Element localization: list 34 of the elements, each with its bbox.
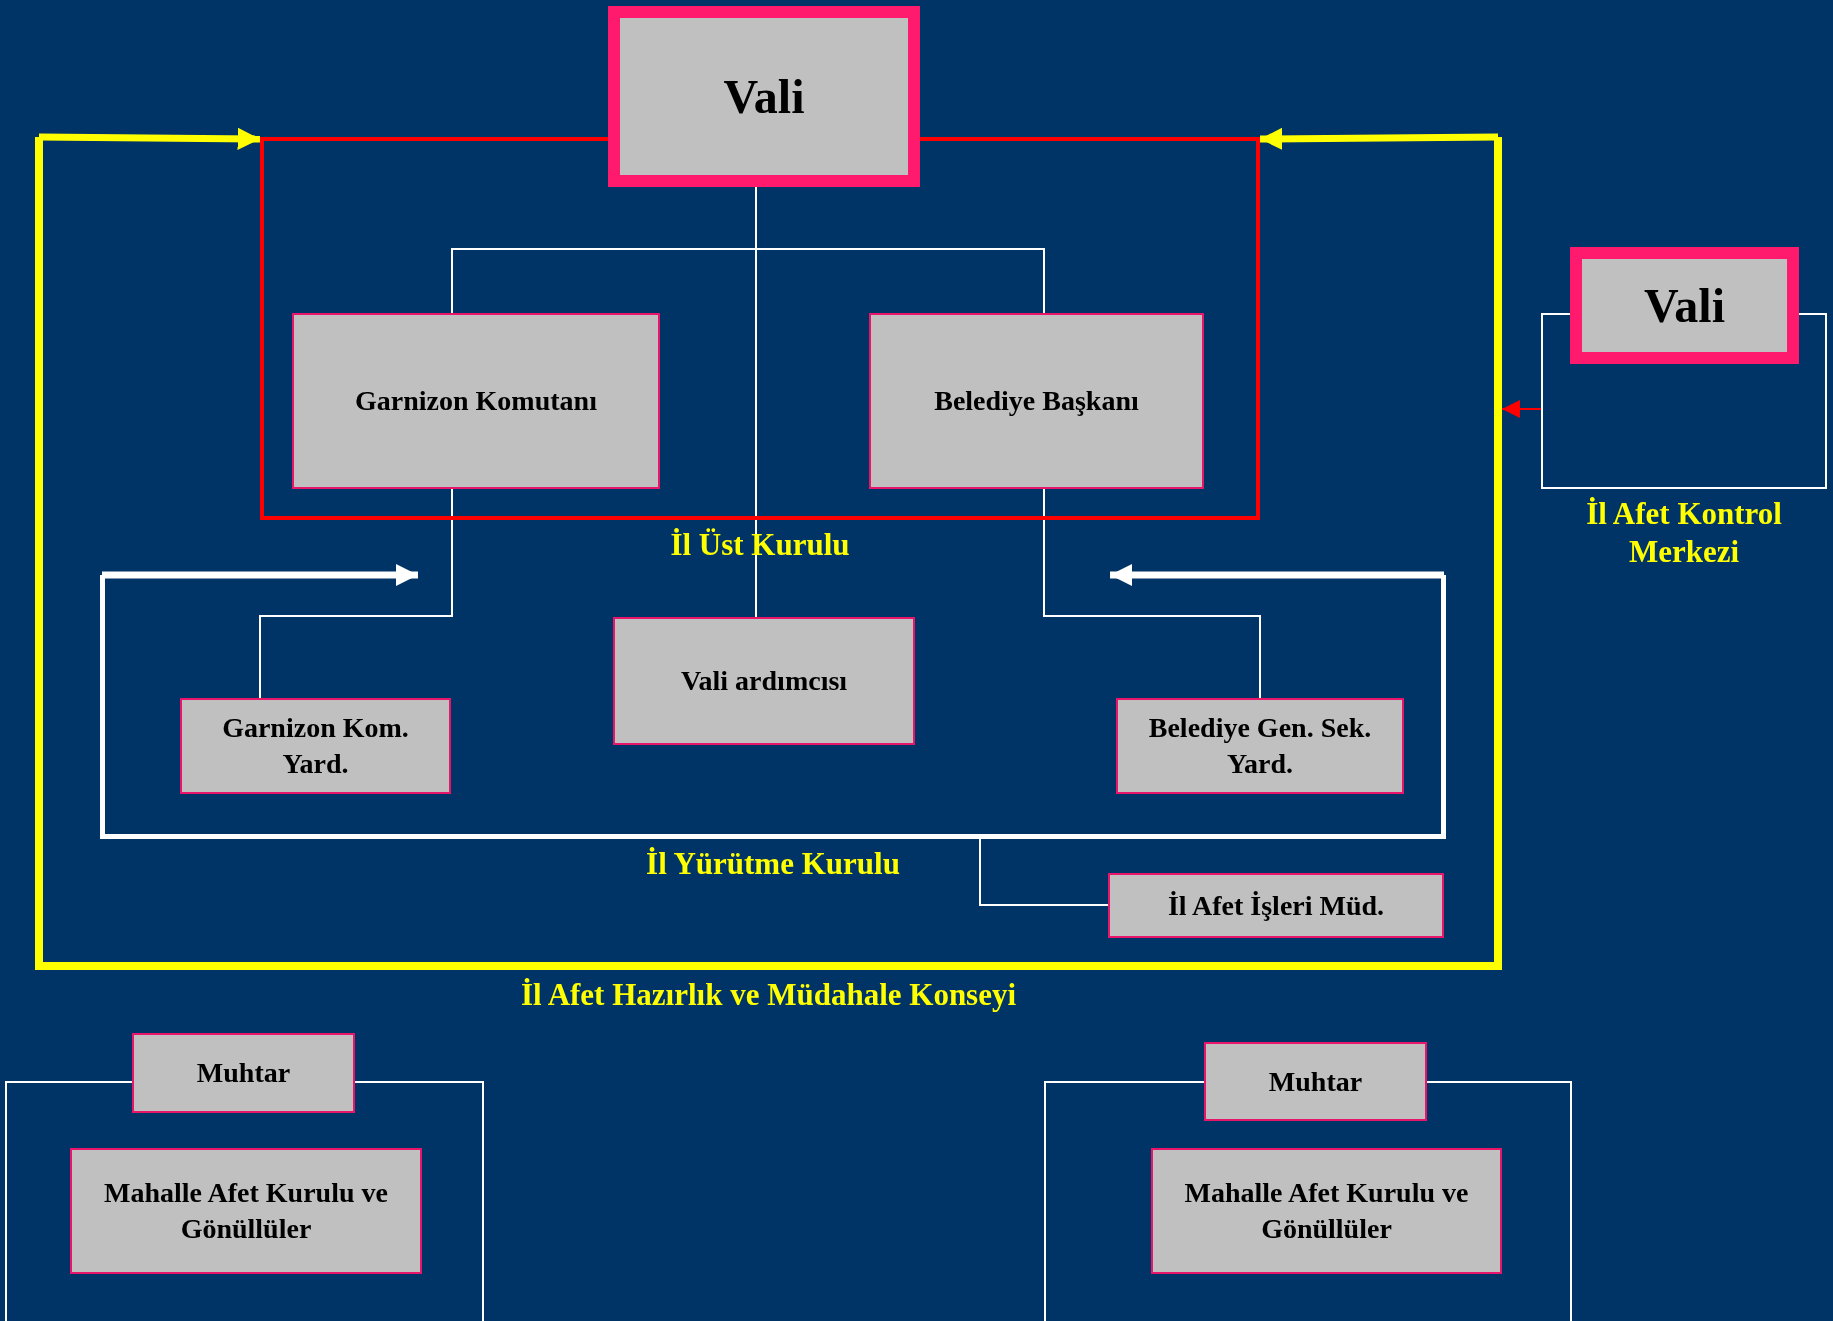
arrow	[38, 127, 261, 150]
role-box	[869, 313, 1204, 489]
role-box	[292, 313, 660, 489]
role-title: Belediye Başkanı	[934, 384, 1139, 418]
role-box	[180, 698, 451, 794]
role-box	[1204, 1042, 1427, 1121]
role-title: Mahalle Afet Kurulu ve Gönüllüler	[103, 1176, 389, 1246]
connector-line	[979, 838, 1109, 906]
arrow	[1501, 400, 1542, 418]
role-box	[1108, 873, 1444, 938]
role-title: Mahalle Afet Kurulu ve Gönüllüler	[1183, 1176, 1470, 1246]
group-label: İl Yürütme Kurulu	[645, 845, 901, 883]
role-title: Muhtar	[1268, 1064, 1363, 1099]
role-title: Vali	[1644, 277, 1725, 334]
role-box	[132, 1033, 355, 1113]
connector-line	[1043, 488, 1261, 699]
role-title: Garnizon Kom. Yard.	[221, 711, 410, 781]
role-box	[608, 6, 920, 187]
role-title: İl Afet İşleri Müd.	[1167, 888, 1385, 923]
role-box	[70, 1148, 422, 1274]
role-box	[1570, 247, 1799, 364]
role-title: Garnizon Komutanı	[355, 384, 597, 418]
group-label: İl Afet Hazırlık ve Müdahale Konseyi	[519, 976, 1018, 1014]
role-title: Vali ardımcısı	[680, 664, 848, 698]
role-title: Vali	[723, 68, 805, 125]
group-frame	[5, 1081, 484, 1321]
group-label: İl Afet Kontrol Merkezi	[1585, 495, 1783, 571]
connector-line	[259, 488, 453, 699]
role-title: Muhtar	[196, 1056, 291, 1090]
role-box	[1151, 1148, 1502, 1274]
role-box	[613, 617, 915, 745]
role-box	[1116, 698, 1404, 794]
arrow	[1259, 127, 1499, 150]
role-title: Belediye Gen. Sek. Yard.	[1147, 711, 1373, 781]
